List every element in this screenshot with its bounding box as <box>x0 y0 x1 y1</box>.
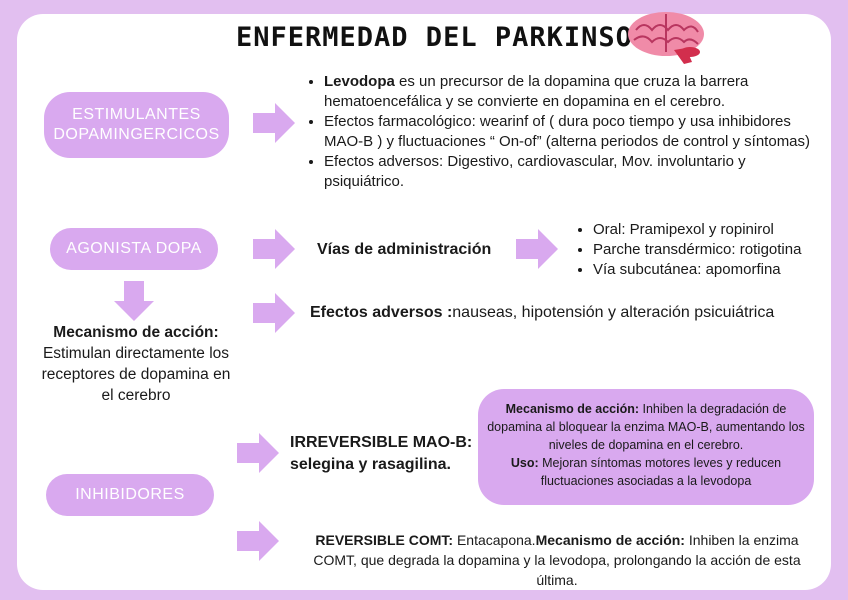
admin-label: Vías de administración <box>317 240 491 260</box>
pill-estimulantes: ESTIMULANTES DOPAMINGERCICOS <box>44 92 229 158</box>
levodopa-bullets: Levodopa es un precursor de la dopamina … <box>306 72 816 192</box>
brain-icon <box>622 8 712 72</box>
arrow-right-icon <box>253 103 295 143</box>
admin-item: Vía subcutánea: apomorfina <box>593 260 835 280</box>
irreversible-mao-b: IRREVERSIBLE MAO-B: selegina y rasagilin… <box>290 432 472 476</box>
admin-item: Parche transdérmico: rotigotina <box>593 240 835 260</box>
arrow-right-icon <box>253 229 295 269</box>
mechanism-agonist: Mecanismo de acción: Estimulan directame… <box>38 322 234 406</box>
page-title: ENFERMEDAD DEL PARKINSON <box>236 22 650 53</box>
arrow-right-icon <box>516 229 558 269</box>
bullet-efectos-farmacologico: Efectos farmacológico: wearinf of ( dura… <box>324 112 816 152</box>
arrow-right-icon <box>237 521 279 561</box>
admin-list: Oral: Pramipexol y ropinirol Parche tran… <box>575 220 835 280</box>
mao-b-bubble-text: Mecanismo de acción: Inhiben la degradac… <box>484 400 808 490</box>
arrow-right-icon <box>253 293 295 333</box>
arrow-right-icon <box>237 433 279 473</box>
admin-item: Oral: Pramipexol y ropinirol <box>593 220 835 240</box>
pill-agonista: AGONISTA DOPA <box>50 228 218 270</box>
bullet-efectos-adversos: Efectos adversos: Digestivo, cardiovascu… <box>324 152 816 192</box>
bullet-levodopa: Levodopa es un precursor de la dopamina … <box>324 72 816 112</box>
arrow-down-icon <box>114 281 154 321</box>
pill-inhibidores: INHIBIDORES <box>46 474 214 516</box>
adverse-effects: Efectos adversos :nauseas, hipotensión y… <box>310 303 774 323</box>
reversible-comt: REVERSIBLE COMT: Entacapona.Mecanismo de… <box>296 530 818 590</box>
